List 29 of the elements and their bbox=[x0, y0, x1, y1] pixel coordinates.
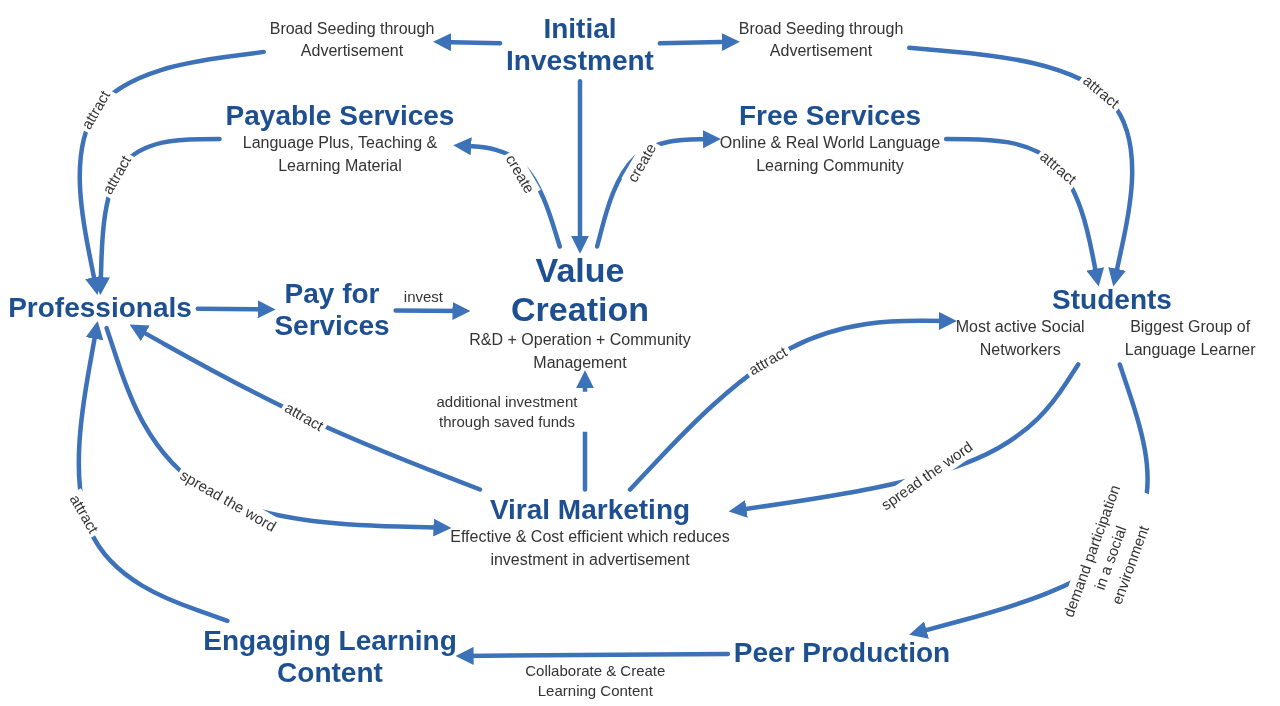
node-title: Professionals bbox=[7, 291, 193, 325]
node-description: R&D + Operation + Community Management bbox=[468, 329, 692, 373]
node-title: Free Services bbox=[737, 99, 923, 132]
node-title: Payable Services bbox=[224, 99, 456, 132]
arrow bbox=[627, 311, 957, 492]
node-title: Value Creation bbox=[510, 250, 650, 329]
arrow bbox=[657, 33, 740, 52]
node-subtitle: Most active Social Networkers bbox=[954, 316, 1086, 360]
arrow bbox=[76, 321, 230, 624]
node-title: Peer Production bbox=[732, 636, 952, 670]
node-label: Broad Seeding through Advertisement bbox=[737, 18, 905, 61]
node-description: Language Plus, Teaching & Learning Material bbox=[241, 132, 439, 176]
node-title: Students bbox=[1051, 283, 1173, 316]
arrow bbox=[907, 45, 1135, 287]
node-title: Engaging Learning Content bbox=[202, 624, 458, 690]
node-title: Pay for Services bbox=[273, 277, 391, 343]
arrow bbox=[77, 49, 266, 295]
arrow bbox=[433, 33, 503, 52]
arrow bbox=[393, 301, 471, 320]
node-title: Viral Marketing bbox=[488, 493, 692, 526]
node-label: Broad Seeding through Advertisement bbox=[268, 18, 436, 61]
node-description: Online & Real World Language Learning Community bbox=[718, 132, 942, 176]
arrow bbox=[455, 646, 731, 665]
arrow bbox=[129, 324, 483, 492]
node-title: Initial Investment bbox=[505, 12, 655, 78]
node-subtitle: Biggest Group of Language Learner bbox=[1123, 316, 1257, 360]
arrow bbox=[195, 300, 276, 319]
arrow bbox=[571, 78, 589, 254]
node-description: Effective & Cost efficient which reduces investment in advertisement bbox=[449, 526, 731, 570]
